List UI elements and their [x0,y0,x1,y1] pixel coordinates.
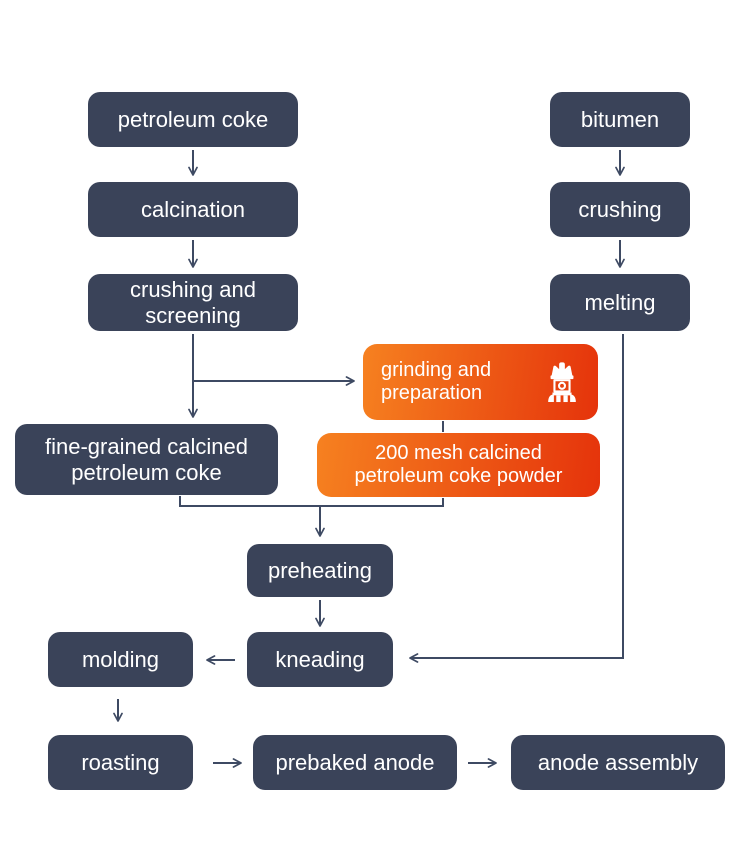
node-preheating: preheating [247,544,393,597]
node-200-mesh-calcined-petroleum-coke-powder: 200 mesh calcined petroleum coke powder [317,433,600,497]
node-crushing-and-screening: crushing and screening [88,274,298,331]
node-calcination: calcination [88,182,298,237]
node-fine-grained-calcined-petroleum-coke: fine-grained calcined petroleum coke [15,424,278,495]
node-kneading: kneading [247,632,393,687]
node-crushing: crushing [550,182,690,237]
node-roasting: roasting [48,735,193,790]
node-grinding-and-preparation: grinding and preparation [363,344,598,420]
node-prebaked-anode: prebaked anode [253,735,457,790]
grinder-icon [540,359,584,405]
grinding-and-preparation-label: grinding and preparation [381,359,492,404]
edge-junction-fine-grained-and-mesh-200 [179,496,444,507]
node-anode-assembly: anode assembly [511,735,725,790]
node-bitumen: bitumen [550,92,690,147]
node-melting: melting [550,274,690,331]
node-molding: molding [48,632,193,687]
node-petroleum-coke: petroleum coke [88,92,298,147]
